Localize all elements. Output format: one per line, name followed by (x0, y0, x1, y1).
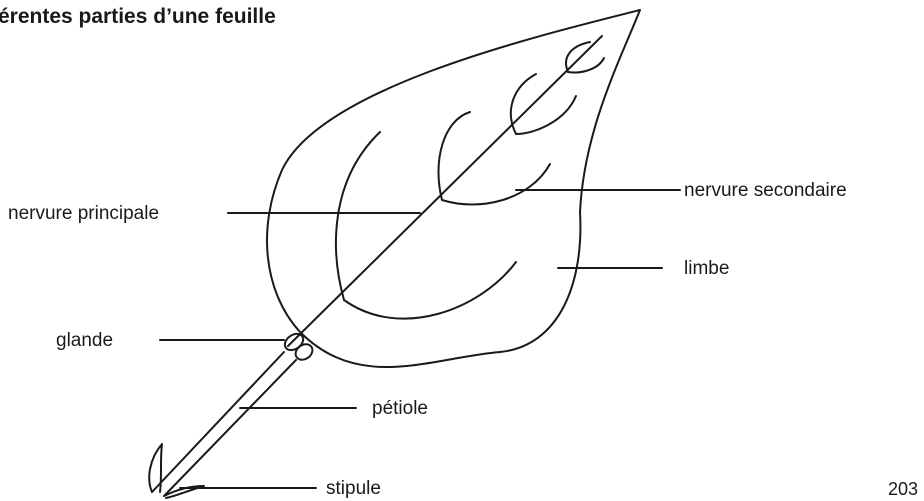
label-nervure-principale: nervure principale (8, 204, 159, 223)
secondary-vein (438, 112, 470, 200)
label-stipule: stipule (326, 479, 381, 498)
label-limbe: limbe (684, 259, 729, 278)
secondary-vein (344, 262, 516, 319)
secondary-vein (516, 96, 576, 134)
leaf-blade-outline (267, 10, 640, 367)
label-petiole: pétiole (372, 399, 428, 418)
page-number: 203 (888, 480, 918, 498)
petiole-shape (152, 352, 296, 496)
stipule-shape (149, 444, 162, 492)
secondary-vein (336, 132, 380, 300)
label-glande: glande (56, 331, 113, 350)
secondary-vein (442, 164, 550, 205)
label-nervure-secondaire: nervure secondaire (684, 181, 847, 200)
